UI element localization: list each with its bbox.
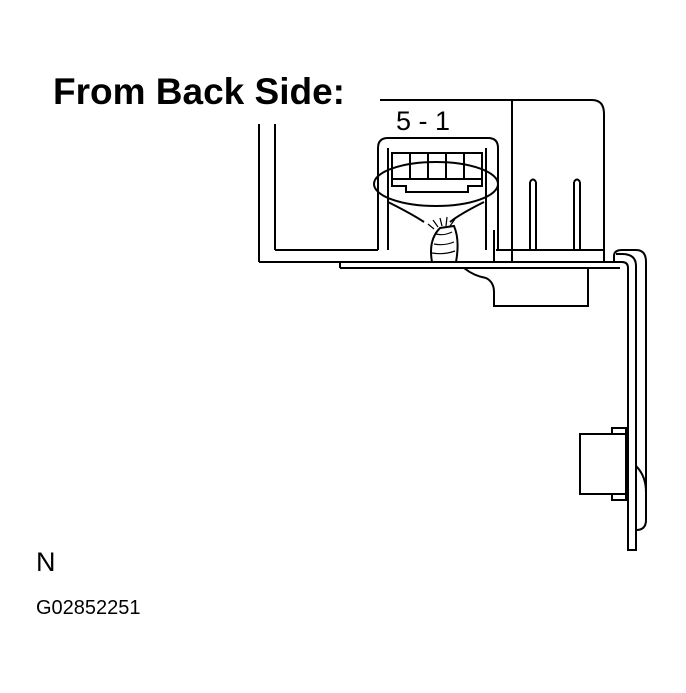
housing-outline [258, 99, 620, 269]
view-letter-label: N [36, 547, 56, 577]
connector-pin-range-label: 5 - 1 [396, 106, 451, 136]
view-title: From Back Side: [53, 71, 345, 112]
wire-harness [427, 216, 459, 263]
mounting-bracket [579, 249, 647, 551]
pin-highlight [373, 161, 499, 223]
connector-body [377, 137, 499, 250]
bottom-tab [463, 267, 589, 307]
figure-code-label: G02852251 [36, 597, 141, 619]
